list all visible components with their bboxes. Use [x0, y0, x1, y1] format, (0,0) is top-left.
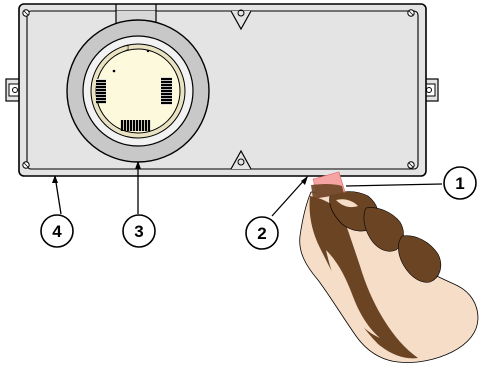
contact-terminal-icon	[161, 77, 172, 105]
callout-label: 4	[52, 222, 62, 241]
callout-label: 2	[257, 224, 266, 243]
ring-mark: 1	[126, 45, 130, 52]
callout-4: 4	[40, 214, 74, 248]
callout-label: 1	[455, 174, 464, 193]
detector-base: 1	[66, 19, 210, 163]
contact-terminal-icon	[96, 79, 106, 104]
top-notch	[230, 9, 252, 31]
hand-icon	[299, 191, 479, 363]
leader-lines	[54, 162, 443, 217]
pull-tab	[311, 171, 346, 199]
callout-2: 2	[245, 216, 279, 250]
corner-screws	[22, 9, 415, 169]
contact-terminal-icon	[120, 120, 151, 131]
callout-label: 3	[134, 222, 143, 241]
callout-3: 3	[122, 214, 156, 248]
bottom-notch	[230, 149, 252, 170]
screw-icon	[237, 9, 245, 17]
screw-icon	[12, 87, 18, 93]
screw-icon	[237, 158, 245, 166]
leader-arrows	[52, 161, 308, 185]
callout-1: 1	[443, 166, 477, 200]
